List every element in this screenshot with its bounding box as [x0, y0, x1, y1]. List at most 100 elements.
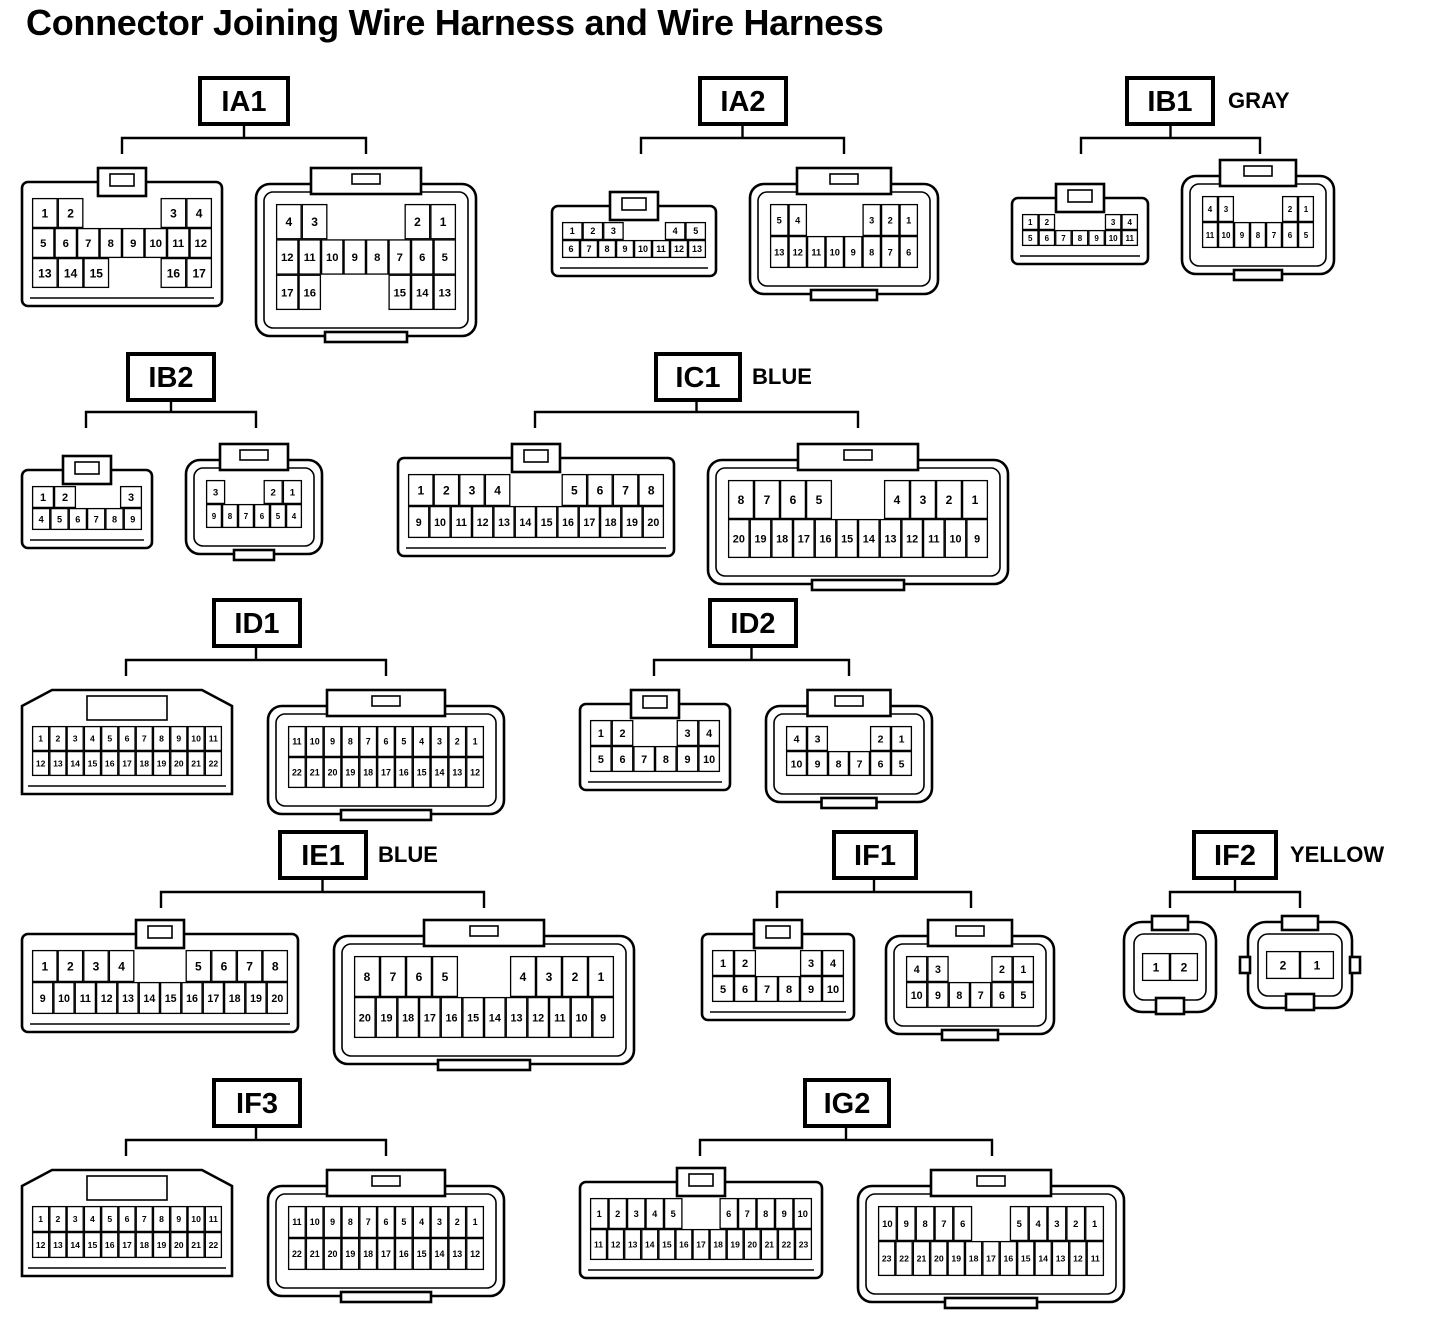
- pin-cell: [633, 239, 653, 259]
- pin-number: 20: [647, 517, 659, 529]
- pin-cell: [484, 473, 511, 507]
- pin-number: 17: [381, 1249, 391, 1259]
- pin-number: 9: [1094, 234, 1099, 243]
- pin-number: 7: [397, 252, 403, 264]
- pin-number: 5: [816, 493, 823, 507]
- pin-cell: [49, 1205, 67, 1233]
- pin-cell: [711, 949, 735, 977]
- pin-cell: [170, 1231, 188, 1259]
- pin-cell: [429, 505, 451, 539]
- pin-number: 19: [157, 1240, 167, 1250]
- pin-number: 12: [674, 244, 684, 254]
- pin-cell: [412, 725, 431, 758]
- pin-cell: [535, 955, 563, 998]
- pin-number: 12: [611, 1240, 621, 1250]
- connector-bracket: [698, 1138, 994, 1156]
- pin-cell: [448, 1205, 467, 1239]
- pin-cell: [159, 981, 182, 1015]
- pin-cell: [769, 203, 789, 237]
- pin-number: 6: [221, 959, 228, 973]
- pin-number: 10: [191, 1214, 201, 1224]
- connector-lock: [422, 918, 546, 948]
- connector-bracket: [124, 658, 388, 676]
- pin-cell: [83, 949, 109, 983]
- pin-number: 13: [692, 244, 702, 254]
- pin-cell: [152, 750, 171, 777]
- connector-lock: [806, 688, 892, 718]
- pin-cell: [204, 725, 223, 752]
- pin-cell: [589, 1197, 609, 1230]
- pin-cell: [119, 485, 143, 509]
- pin-cell: [915, 1205, 935, 1242]
- pin-number: 7: [586, 244, 591, 254]
- pin-number: 1: [972, 493, 979, 507]
- pin-number: 20: [733, 533, 745, 545]
- pin-cell: [1086, 1240, 1105, 1277]
- pin-cell: [599, 505, 622, 539]
- pin-number: 13: [884, 533, 896, 545]
- pin-number: 16: [105, 759, 115, 769]
- pin-number: 6: [597, 483, 604, 497]
- connector-lock: [1054, 182, 1106, 214]
- pin-cell: [603, 221, 624, 241]
- pin-cell: [152, 725, 171, 752]
- pin-number: 18: [363, 1249, 373, 1259]
- pin-cell: [638, 473, 665, 507]
- pin-number: 5: [401, 1217, 406, 1227]
- pin-number: 1: [1304, 205, 1309, 214]
- connector-foot: [1232, 268, 1284, 282]
- pin-cell: [806, 725, 829, 752]
- pin-cell: [814, 518, 837, 559]
- connector-lock-tab: [147, 925, 173, 939]
- pin-cell: [323, 1205, 342, 1239]
- pin-cell: [170, 750, 188, 777]
- pin-cell: [377, 1237, 395, 1271]
- pin-cell: [118, 1231, 136, 1259]
- pin-number: 1: [1092, 1218, 1097, 1229]
- pin-number: 17: [122, 1240, 132, 1250]
- connector-color-note: BLUE: [752, 364, 812, 389]
- connector-ear: [1348, 955, 1362, 975]
- pin-cell: [743, 1228, 761, 1261]
- pin-cell: [31, 725, 50, 752]
- pin-number: 16: [186, 993, 198, 1005]
- pin-cell: [626, 1197, 646, 1230]
- pin-number: 4: [39, 514, 45, 524]
- pin-number: 2: [619, 728, 625, 740]
- pin-number: 5: [195, 959, 202, 973]
- pin-number: 9: [851, 247, 856, 257]
- pin-cell: [298, 274, 322, 311]
- pin-number: 1: [899, 733, 905, 745]
- pin-cell: [857, 518, 880, 559]
- pin-cell: [204, 1205, 223, 1233]
- pin-number: 11: [594, 1240, 603, 1250]
- pin-cell: [31, 257, 58, 289]
- pin-number: 16: [562, 517, 574, 529]
- pin-number: 1: [1314, 958, 1321, 972]
- pin-cell: [1121, 213, 1139, 231]
- pin-cell: [359, 756, 378, 789]
- pin-cell: [821, 975, 845, 1003]
- pin-number: 13: [1056, 1254, 1066, 1264]
- pin-cell: [121, 227, 145, 259]
- pin-number: 1: [720, 958, 726, 970]
- pin-number: 6: [260, 512, 265, 521]
- pin-cell: [749, 518, 772, 559]
- pin-number: 1: [1020, 964, 1026, 976]
- pin-cell: [1249, 221, 1267, 249]
- pin-cell: [74, 981, 97, 1015]
- pin-cell: [410, 274, 434, 311]
- pin-cell: [245, 981, 267, 1015]
- pin-number: 5: [571, 483, 578, 497]
- pin-number: 11: [456, 517, 467, 529]
- pin-number: 1: [598, 970, 605, 984]
- pin-number: 3: [170, 206, 177, 220]
- connector-lock: [752, 918, 804, 950]
- pin-cell: [285, 503, 303, 529]
- pin-cell: [86, 507, 106, 531]
- pin-cell: [135, 725, 153, 752]
- connector-bracket: [533, 410, 860, 428]
